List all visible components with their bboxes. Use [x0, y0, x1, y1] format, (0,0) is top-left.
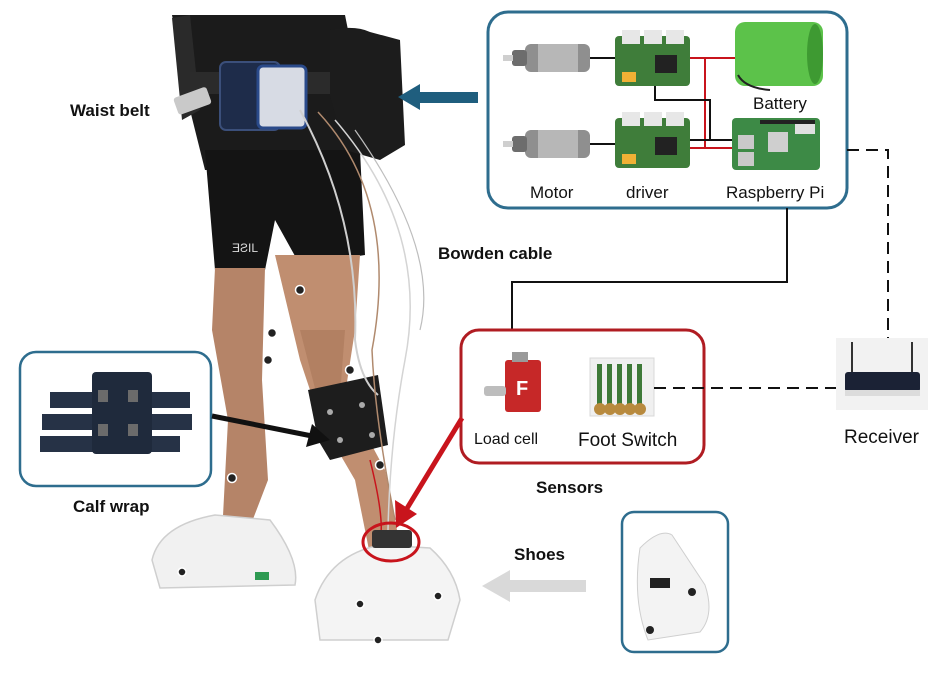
control-unit-box — [486, 10, 849, 210]
shoes-arrow — [482, 570, 586, 602]
bowden-cable-label: Bowden cable — [438, 244, 553, 263]
wearer-illustration: ƎƧIL — [151, 15, 461, 645]
control-to-belt-arrow — [398, 84, 478, 110]
load-cell-label: Load cell — [474, 431, 539, 448]
raspberry-pi-icon — [732, 118, 820, 170]
pi-to-receiver-dashed-line — [847, 149, 889, 338]
svg-text:ƎƧIL: ƎƧIL — [232, 241, 258, 255]
load-cell-highlight-ring — [361, 521, 421, 563]
receiver-icon — [836, 338, 928, 410]
foot-switch-label: Foot Switch — [578, 430, 678, 451]
motor-top-icon — [503, 44, 590, 72]
driver-top-icon — [615, 30, 690, 86]
sensors-to-ankle-arrow — [395, 416, 465, 528]
sensors-box: F — [459, 328, 706, 465]
battery-icon — [735, 22, 823, 91]
calf-wrap-arrow — [211, 413, 330, 447]
sensors-label: Sensors — [536, 478, 604, 497]
raspberry-pi-label: Raspberry Pi — [726, 183, 825, 202]
svg-text:F: F — [516, 378, 528, 400]
receiver-label: Receiver — [844, 427, 919, 448]
load-cell-icon: F — [484, 352, 541, 412]
calf-wrap-label: Calf wrap — [73, 497, 150, 516]
motor-bottom-icon — [503, 130, 590, 158]
shoe-inset — [620, 510, 730, 654]
shoes-label: Shoes — [514, 545, 566, 564]
foot-switch-icon — [589, 357, 655, 417]
waist-belt-label: Waist belt — [70, 101, 150, 120]
battery-label: Battery — [753, 94, 807, 113]
driver-bottom-icon — [615, 112, 690, 168]
pi-to-load-cell-line — [511, 208, 788, 355]
calf-wrap-inset — [18, 350, 213, 488]
motor-label: Motor — [530, 183, 574, 202]
driver-label: driver — [626, 183, 669, 202]
